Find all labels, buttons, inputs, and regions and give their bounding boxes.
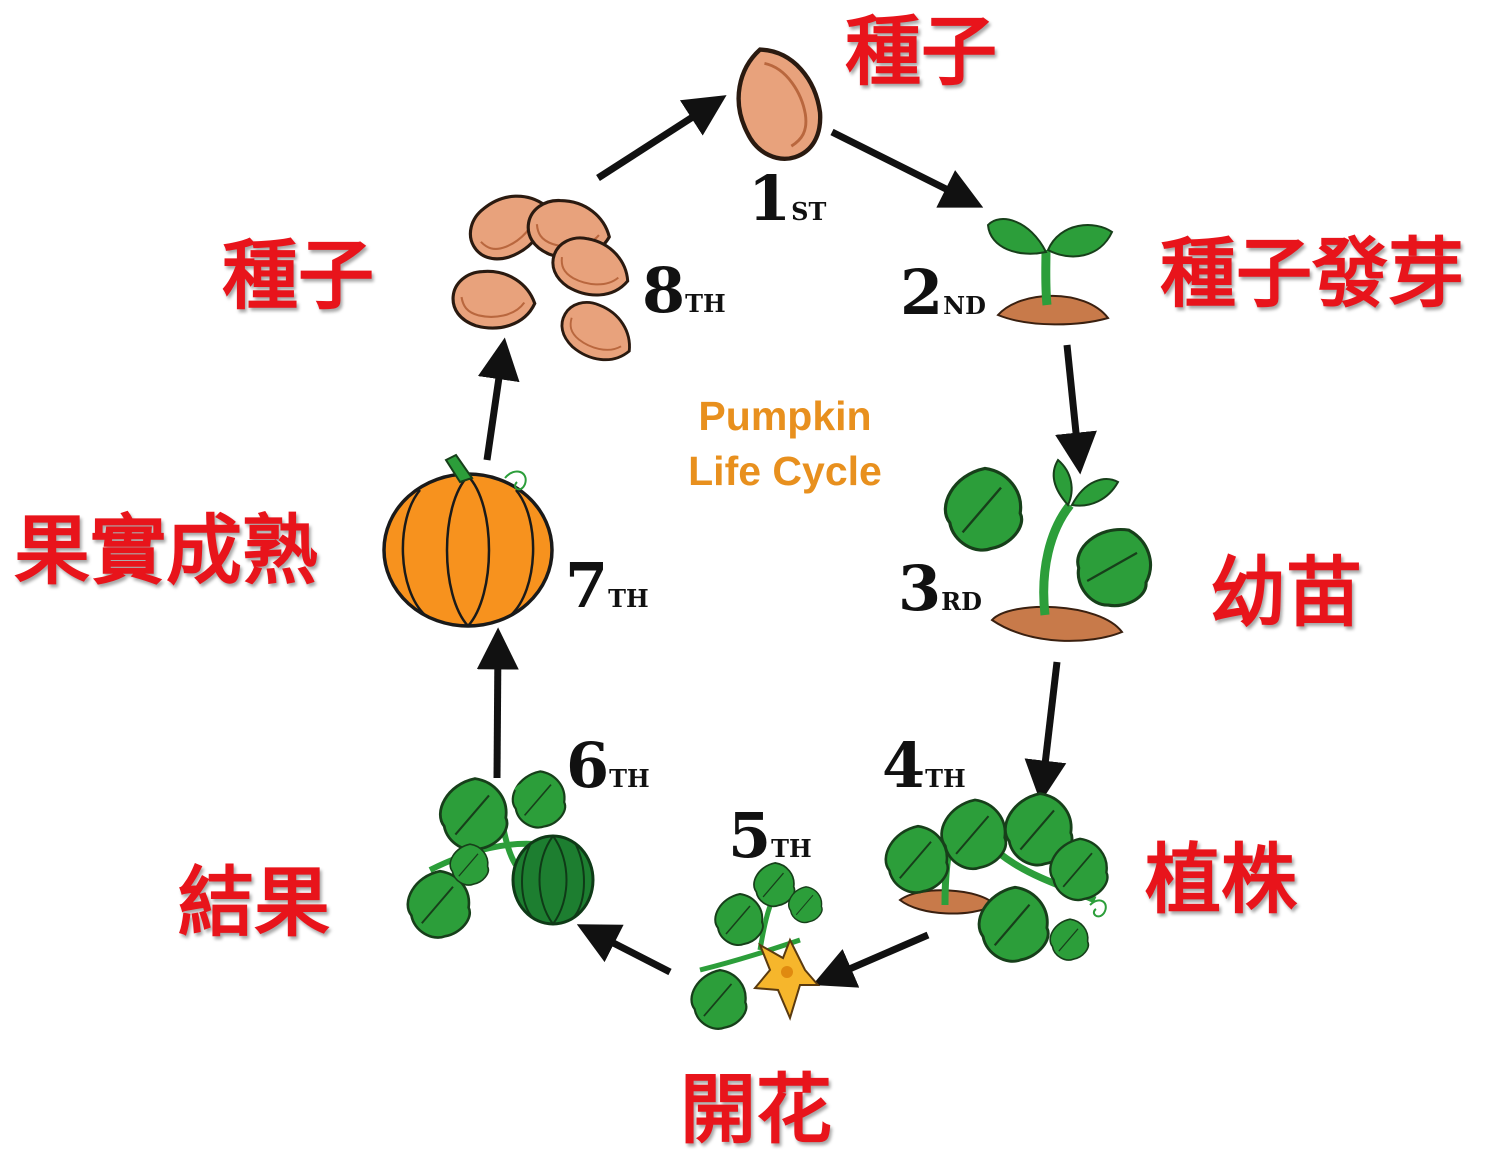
seeds-icon <box>449 179 644 375</box>
arrow-4-to-5 <box>812 931 930 988</box>
stage-number-2: 2ND <box>900 256 986 329</box>
title-line-1: Pumpkin <box>698 393 871 439</box>
stage-number-7: 7TH <box>565 549 649 622</box>
stage-number-5: 5TH <box>728 799 812 872</box>
arrow-3-to-4 <box>1024 661 1067 803</box>
arrow-2-to-3 <box>1055 344 1097 475</box>
stage-label-1: 種子 <box>845 7 997 96</box>
seedling-icon <box>943 458 1164 642</box>
stage-label-5: 開花 <box>680 1065 832 1154</box>
arrow-1-to-2 <box>830 128 984 208</box>
stage-number-4: 4TH <box>882 729 966 802</box>
stage-number-1: 1ST <box>748 162 827 235</box>
arrow-8-to-1 <box>596 95 727 181</box>
seed-icon <box>723 38 832 170</box>
stage-number-6: 6TH <box>566 729 650 802</box>
stage-label-4: 植株 <box>1145 835 1297 924</box>
flower-icon <box>690 862 823 1030</box>
stage-label-6: 結果 <box>178 858 330 947</box>
cycle-arrows <box>476 95 1097 988</box>
arrow-6-to-7 <box>476 627 519 779</box>
stage-label-8: 種子 <box>222 231 374 320</box>
vine-plant-icon <box>884 792 1109 963</box>
stage-number-8: 8TH <box>642 254 726 327</box>
sprout-icon <box>986 218 1114 326</box>
stage-label-2: 種子發芽 <box>1160 229 1464 318</box>
arrow-7-to-8 <box>477 337 520 461</box>
stage-label-7: 果實成熟 <box>14 506 318 595</box>
arrow-5-to-6 <box>576 924 672 976</box>
title-line-2: Life Cycle <box>688 448 882 494</box>
green-pumpkin-icon <box>406 770 595 939</box>
ripe-pumpkin-icon <box>382 453 554 628</box>
stage-label-3: 幼苗 <box>1210 548 1362 637</box>
stage-number-3: 3RD <box>898 552 982 625</box>
